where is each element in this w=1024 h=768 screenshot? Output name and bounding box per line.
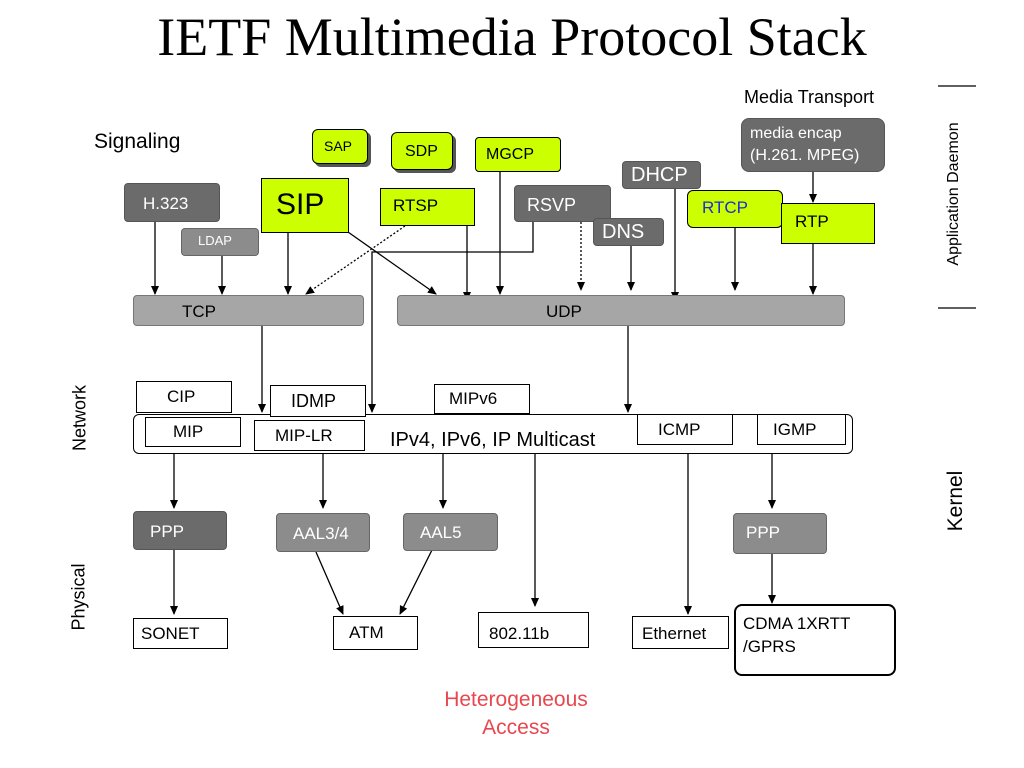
mipv6-label: MIPv6	[449, 389, 498, 408]
arrow-sip-udp	[347, 231, 437, 295]
ppp-right-box: PPP	[733, 513, 827, 554]
icmp-label: ICMP	[658, 420, 701, 439]
ethernet-label: Ethernet	[642, 624, 707, 643]
kernel-label: Kernel	[944, 470, 967, 532]
sip-label: SIP	[276, 188, 325, 221]
arrow-aal34-atm	[315, 551, 344, 615]
mip-lr-label: MIP-LR	[275, 426, 333, 445]
sap-label: SAP	[324, 138, 353, 154]
igmp-label: IGMP	[773, 420, 817, 439]
udp-label: UDP	[546, 302, 582, 321]
aal34-label: AAL3/4	[293, 524, 349, 543]
sdp-box: SDP	[391, 132, 453, 170]
ip-layer-label: IPv4, IPv6, IP Multicast	[390, 429, 596, 451]
arrow-aal5-atm	[399, 549, 433, 615]
rtsp-label: RTSP	[393, 196, 439, 215]
rtsp-box: RTSP	[380, 188, 475, 226]
application-daemon-label: Application Daemon	[945, 122, 962, 266]
h323-label: H.323	[143, 194, 189, 213]
cip-box: CIP	[136, 381, 232, 413]
idmp-label: IDMP	[291, 391, 336, 411]
media-encap-box: media encap (H.261. MPEG)	[741, 118, 885, 172]
ldap-box: LDAP	[181, 228, 259, 256]
network-label: Network	[69, 384, 90, 452]
h323-box: H.323	[124, 183, 220, 222]
wlan-label: 802.11b	[489, 624, 550, 643]
mgcp-box: MGCP	[475, 137, 561, 172]
dns-label: DNS	[602, 221, 645, 243]
ethernet-box: Ethernet	[632, 616, 729, 649]
rsvp-box: RSVP	[514, 185, 611, 222]
ip-layer-box: IPv4, IPv6, IP Multicast	[133, 414, 853, 454]
udp-box: UDP	[397, 295, 845, 326]
sonet-box: SONET	[133, 618, 228, 649]
heterogeneous-access-line1: Heterogeneous	[444, 688, 588, 711]
cip-label: CIP	[167, 387, 196, 406]
cdma-box: CDMA 1XRTT /GPRS	[734, 604, 896, 676]
ppp-right-label: PPP	[746, 523, 781, 542]
igmp-box: IGMP	[757, 414, 846, 445]
sip-box: SIP	[261, 178, 349, 233]
arrow-rtsp-tcp	[305, 225, 406, 295]
arrow-rsvp-ip	[368, 222, 534, 413]
rtcp-label: RTCP	[702, 198, 748, 217]
ppp-left-label: PPP	[150, 522, 185, 541]
idmp-box: IDMP	[270, 385, 366, 417]
media-encap-line2: (H.261. MPEG)	[750, 147, 860, 164]
ppp-left-box: PPP	[133, 511, 227, 550]
physical-label: Physical	[68, 563, 89, 631]
dhcp-box: DHCP	[622, 161, 701, 189]
page-title: IETF Multimedia Protocol Stack	[157, 7, 867, 67]
rtp-label: RTP	[795, 212, 829, 231]
aal5-label: AAL5	[420, 523, 462, 542]
cdma-line2: /GPRS	[743, 637, 796, 656]
rsvp-label: RSVP	[527, 195, 577, 215]
mip-lr-box: MIP-LR	[254, 420, 365, 451]
atm-box: ATM	[333, 616, 418, 650]
rtp-box: RTP	[781, 203, 875, 244]
tcp-box: TCP	[133, 295, 364, 326]
aal34-box: AAL3/4	[276, 513, 370, 552]
media-transport-label: Media Transport	[744, 87, 875, 107]
signaling-label: Signaling	[94, 130, 181, 153]
dns-box: DNS	[593, 218, 664, 246]
aal5-box: AAL5	[403, 513, 498, 551]
ldap-label: LDAP	[198, 233, 232, 248]
mipv6-box: MIPv6	[434, 384, 530, 414]
icmp-box: ICMP	[637, 414, 733, 445]
tcp-label: TCP	[182, 302, 216, 321]
atm-label: ATM	[349, 623, 384, 642]
dhcp-label: DHCP	[631, 164, 688, 186]
heterogeneous-access-label: Heterogeneous Access	[400, 686, 632, 742]
mip-box: MIP	[145, 417, 241, 447]
sdp-label: SDP	[405, 143, 438, 160]
media-encap-line1: media encap	[750, 125, 842, 142]
sap-box: SAP	[312, 129, 368, 164]
mgcp-label: MGCP	[486, 146, 534, 163]
cdma-line1: CDMA 1XRTT	[743, 614, 851, 633]
wlan-box: 802.11b	[478, 612, 589, 648]
heterogeneous-access-line2: Access	[482, 716, 550, 739]
mip-label: MIP	[173, 422, 204, 441]
sonet-label: SONET	[141, 624, 200, 643]
rtcp-box: RTCP	[687, 190, 783, 228]
